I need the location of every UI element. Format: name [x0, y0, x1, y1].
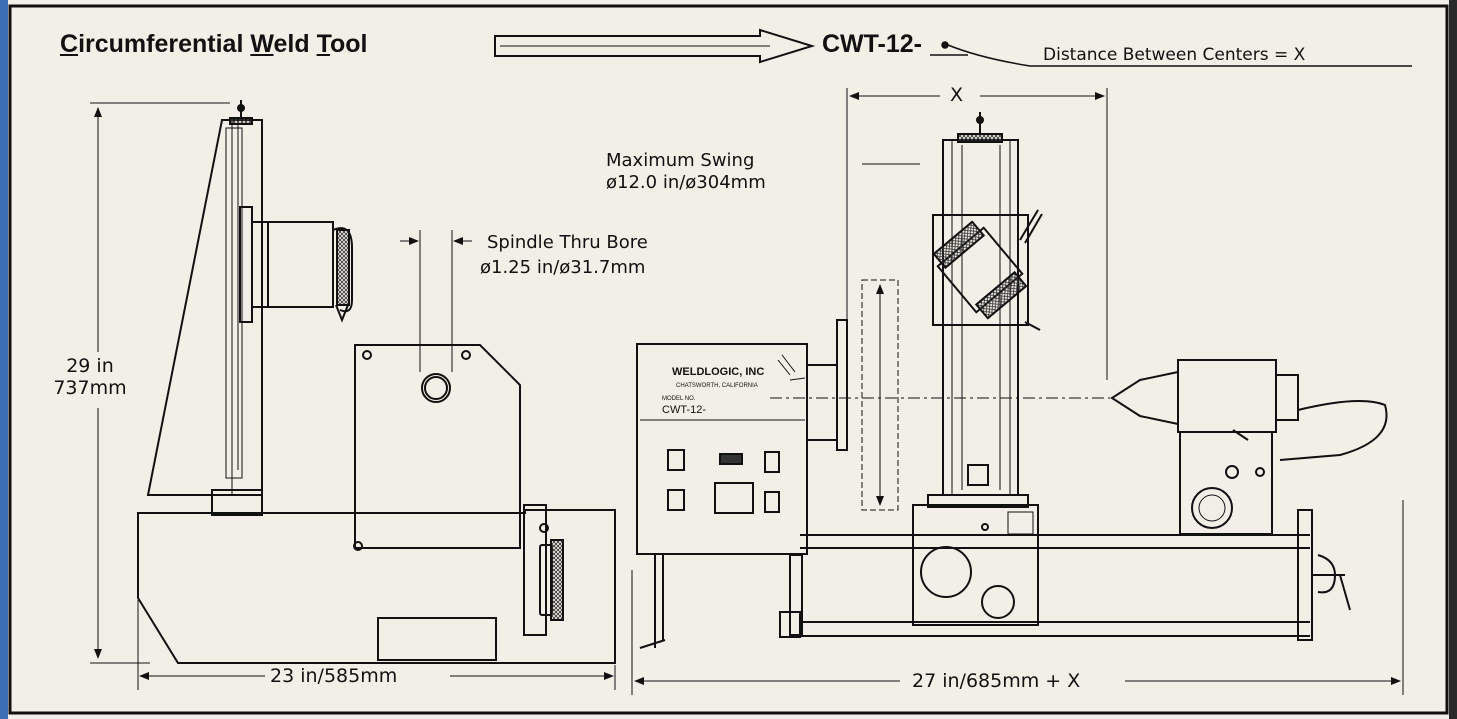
nameplate-model-label: MODEL NO. [662, 396, 696, 402]
width-dimension-label: 23 in/585mm [270, 665, 398, 687]
title-word-circumferential: ircumferential [78, 30, 244, 58]
nameplate-city: CHATSWORTH, CALIFORNIA [676, 383, 758, 389]
spindle-thru-bore-value: ø1.25 in/ø31.7mm [480, 257, 646, 278]
title-initial-t: T [316, 30, 331, 58]
maximum-swing-label: Maximum Swing [606, 150, 755, 171]
nameplate-brand: WELDLOGIC, INC [672, 366, 765, 378]
title-initial-w: W [250, 30, 274, 58]
side-view [90, 100, 616, 690]
title-word-tool: ool [330, 30, 368, 58]
nameplate-model: CWT-12- [662, 404, 706, 416]
title-word-weld: eld [273, 30, 310, 58]
dim-x-label: X [950, 84, 964, 106]
distance-leader [930, 41, 1412, 67]
title-arrow [494, 28, 816, 64]
model-code: CWT-12- [822, 30, 922, 58]
page-title: Circumferential Weld Tool [60, 30, 368, 59]
distance-between-centers-label: Distance Between Centers = X [1043, 45, 1306, 65]
height-dimension-in: 29 in [66, 355, 114, 377]
length-dimension-label: 27 in/685mm + X [912, 670, 1081, 692]
spindle-thru-bore-label: Spindle Thru Bore [487, 232, 648, 253]
length-dimension [631, 500, 1404, 695]
maximum-swing-value: ø12.0 in/ø304mm [606, 172, 766, 193]
front-view [636, 88, 1388, 649]
height-dimension-mm: 737mm [53, 377, 127, 399]
title-initial-c: C [60, 30, 79, 58]
